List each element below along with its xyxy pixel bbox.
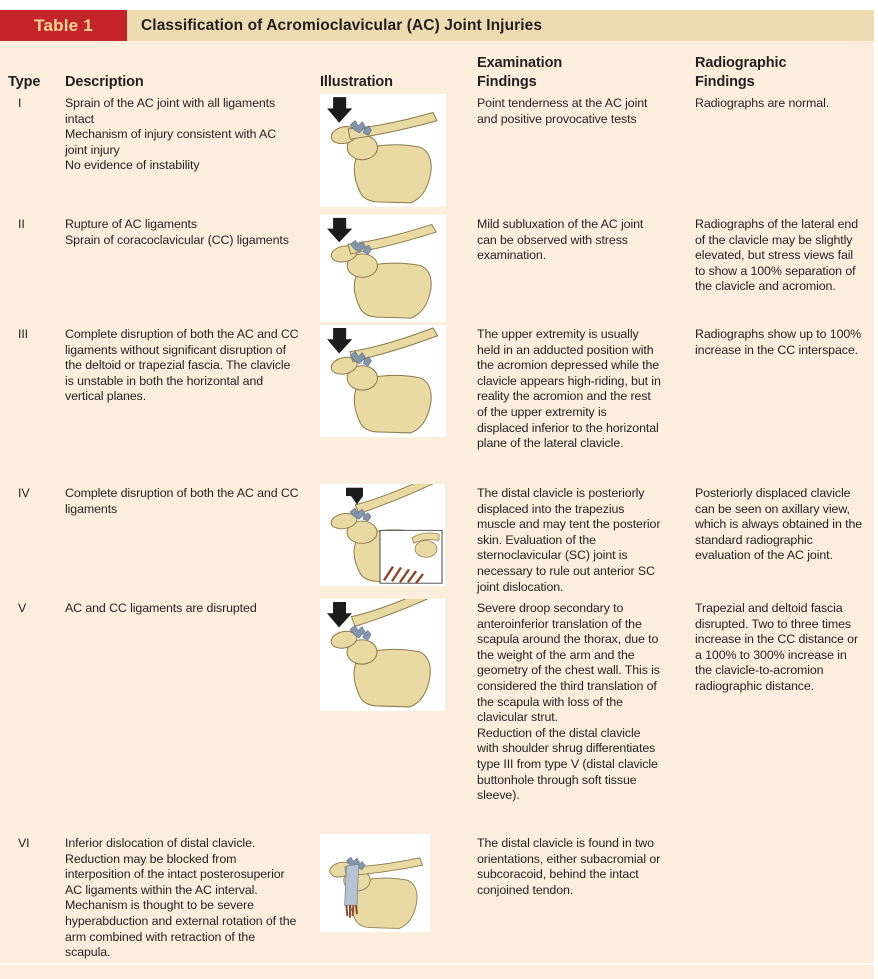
examination-cell: Mild subluxation of the AC joint can be … [472,215,691,264]
paragraph: Radiographs are normal. [695,96,830,110]
table-rows: I Sprain of the AC joint with all ligame… [0,94,874,962]
column-header-description: Description [65,74,144,90]
shoulder-illustration [320,834,430,932]
table-body-area: Type Description Illustration Examinatio… [0,41,874,979]
description-cell: Inferior dislocation of distal clavicle.… [57,834,316,961]
shoulder-illustration [320,325,446,437]
description-cell: Complete disruption of both the AC and C… [57,484,316,517]
type-cell: IV [18,486,30,500]
radiographic-cell: Radiographs of the lateral end of the cl… [691,215,874,295]
paragraph: Radiographs of the lateral end of the cl… [695,217,859,294]
column-header-radiographic-findings: Radiographic Findings [695,55,787,90]
radiographic-cell [691,834,874,836]
column-header-type: Type [8,74,41,90]
table-row: VI Inferior dislocation of distal clavic… [0,834,874,962]
paragraph: Point tenderness at the AC joint and pos… [477,96,648,126]
examination-cell: The distal clavicle is posteriorly displ… [472,484,691,595]
illustration-cell [316,834,472,932]
paragraph: Radiographs show up to 100% increase in … [695,327,862,357]
illustration-cell [316,484,472,586]
type-cell: VI [18,836,30,850]
radiographic-cell: Trapezial and deltoid fascia disrupted. … [691,599,874,695]
paragraph: Sprain of the AC joint with all ligament… [65,96,276,126]
paragraph: Complete disruption of both the AC and C… [65,327,299,404]
radiographic-cell: Posteriorly displaced clavicle can be se… [691,484,874,564]
table-row: I Sprain of the AC joint with all ligame… [0,94,874,215]
type-cell: II [18,217,25,231]
paragraph: Inferior dislocation of distal clavicle.… [65,836,297,960]
radiographic-cell: Radiographs are normal. [691,94,874,112]
paragraph: Complete disruption of both the AC and C… [65,486,299,516]
paragraph: Posteriorly displaced clavicle can be se… [695,486,863,563]
table-title: Classification of Acromioclavicular (AC)… [141,16,543,34]
paragraph: The distal clavicle is posteriorly displ… [477,486,661,594]
illustration-cell [316,325,472,437]
examination-cell: Severe droop secondary to anteroinferior… [472,599,691,804]
shoulder-illustration [320,484,445,586]
examination-cell: The distal clavicle is found in two orie… [472,834,691,898]
paragraph: AC and CC ligaments are disrupted [65,601,257,615]
description-cell: AC and CC ligaments are disrupted [57,599,316,617]
shoulder-illustration [320,599,445,711]
examination-cell: Point tenderness at the AC joint and pos… [472,94,691,127]
illustration-cell [316,94,472,207]
type-cell: I [18,96,22,110]
description-cell: Complete disruption of both the AC and C… [57,325,316,405]
shoulder-illustration [320,215,446,322]
table-row: V AC and CC ligaments are disrupted Seve… [0,599,874,834]
paragraph: No evidence of instability [65,158,200,173]
radiographic-cell: Radiographs show up to 100% increase in … [691,325,874,358]
paragraph: Rupture of AC ligaments [65,217,198,231]
paragraph: Severe droop secondary to anteroinferior… [477,601,660,725]
description-cell: Sprain of the AC joint with all ligament… [57,94,316,174]
table-bottom-rule [0,963,874,965]
paragraph: Mechanism of injury consistent with AC j… [65,127,277,157]
paragraph: Mild subluxation of the AC joint can be … [477,217,644,263]
paragraph: The upper extremity is usually held in a… [477,327,661,451]
column-header-examination-findings: Examination Findings [477,55,563,90]
table-title-strip: Classification of Acromioclavicular (AC)… [127,10,874,41]
table-header-row: Type Description Illustration Examinatio… [0,41,874,94]
table-row: IV Complete disruption of both the AC an… [0,484,874,599]
table-title-bar: Table 1 Classification of Acromioclavicu… [0,10,874,41]
shoulder-illustration [320,94,446,207]
paragraph: Trapezial and deltoid fascia disrupted. … [695,601,858,693]
type-cell: III [18,327,29,341]
paragraph: Reduction of the distal clavicle with sh… [477,725,658,803]
paragraph: Sprain of coracoclavicular (CC) ligament… [65,232,289,247]
table-row: III Complete disruption of both the AC a… [0,325,874,484]
paragraph: The distal clavicle is found in two orie… [477,836,661,897]
examination-cell: The upper extremity is usually held in a… [472,325,691,452]
type-cell: V [18,601,27,615]
illustration-cell [316,599,472,711]
table-badge: Table 1 [0,10,127,41]
illustration-cell [316,215,472,322]
column-header-illustration: Illustration [320,74,393,90]
